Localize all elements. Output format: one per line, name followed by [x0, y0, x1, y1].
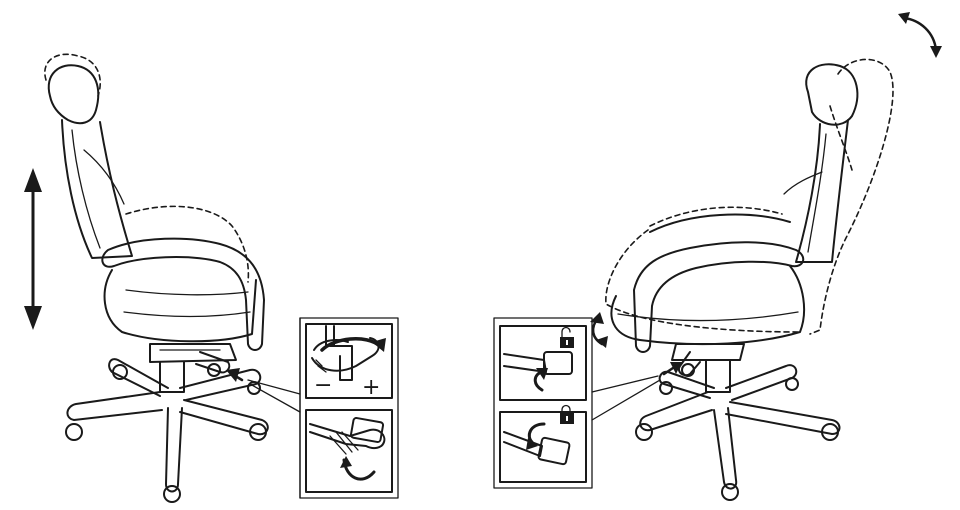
caster-3	[785, 377, 799, 391]
caster-1	[112, 364, 128, 380]
base-leg-back-left	[108, 358, 169, 397]
chair-left	[44, 53, 269, 503]
lock-closed-icon	[560, 404, 574, 424]
tilt-arrow-icon	[898, 12, 942, 58]
tilt-mechanism	[149, 343, 237, 363]
caster-2	[659, 381, 673, 395]
base-leg-back-right	[179, 368, 262, 401]
caster-1	[635, 423, 653, 441]
left-inset-panel: − +	[299, 317, 399, 499]
headrest	[47, 64, 100, 125]
tilt-mechanism	[671, 343, 745, 361]
caster-2	[65, 423, 83, 441]
inset-locked	[499, 404, 587, 483]
adjustment-lever	[195, 351, 231, 374]
caster-4	[163, 485, 181, 503]
base-leg-front-left	[66, 391, 163, 421]
backrest-dashed-outline	[809, 58, 894, 335]
base-leg-front	[165, 407, 183, 493]
caster-4	[821, 423, 839, 441]
seat-cushion	[103, 269, 257, 343]
base-leg-front	[713, 407, 738, 490]
right-inset-panel	[493, 317, 593, 489]
inset-unlocked	[499, 325, 587, 401]
caster-3	[249, 423, 267, 441]
base-leg-front-right	[179, 399, 269, 436]
seat-dashed-outline	[125, 205, 250, 283]
tension-minus-label: −	[314, 373, 332, 398]
gas-lift	[705, 359, 731, 393]
armrest	[101, 237, 265, 351]
caster-5	[721, 483, 739, 501]
armrest	[633, 241, 805, 353]
chair-right	[590, 58, 894, 501]
tension-plus-label: +	[362, 375, 380, 400]
seat-dashed-outline	[605, 229, 801, 333]
inset-lever-detail	[305, 409, 393, 493]
headrest-dashed-outline	[44, 53, 102, 97]
backrest	[61, 119, 133, 259]
gas-lift	[159, 361, 185, 393]
base-leg-front-right	[725, 401, 841, 435]
headrest	[805, 63, 859, 126]
inset-tension-knob: − +	[305, 323, 393, 400]
backrest	[795, 119, 849, 263]
right-pointer-arrow	[591, 362, 682, 421]
up-down-arrow-icon	[24, 168, 42, 330]
left-pointer-arrow	[226, 368, 301, 413]
lock-open-icon	[560, 326, 574, 348]
seat-top	[649, 213, 791, 233]
base-leg-front-left	[639, 391, 713, 432]
